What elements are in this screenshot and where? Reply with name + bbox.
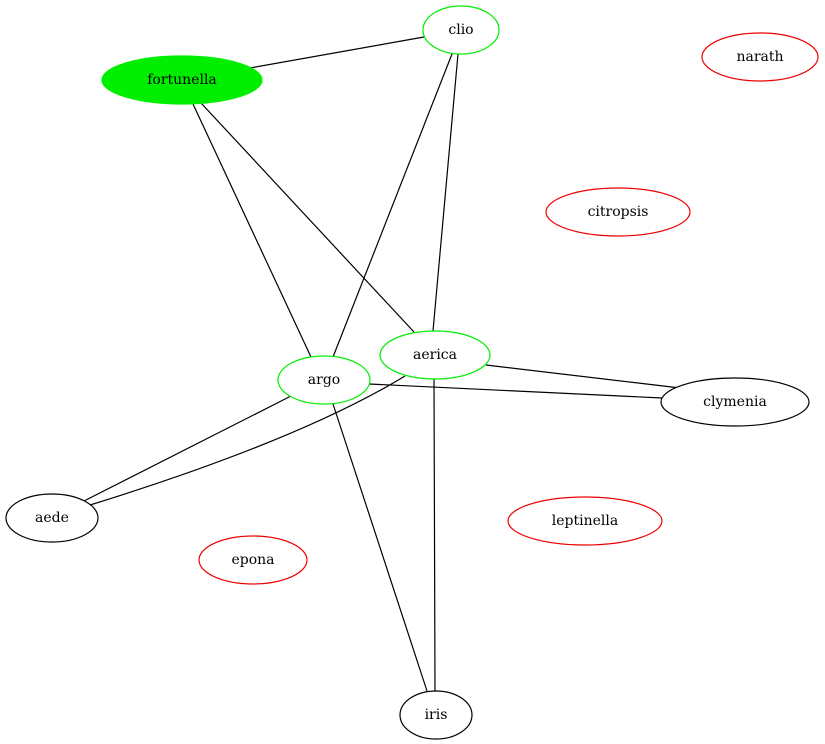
- node-ellipse: [101, 55, 263, 105]
- edge-argo-aede: [81, 395, 292, 503]
- node-ellipse: [422, 5, 500, 55]
- node-ellipse: [277, 355, 371, 405]
- node-label: argo: [308, 372, 340, 388]
- node-ellipse: [399, 690, 473, 740]
- node-ellipse: [507, 496, 663, 546]
- edge-fortunella-aerica: [200, 102, 415, 333]
- node-clymenia[interactable]: clymenia: [660, 377, 810, 427]
- edge-aerica-clymenia: [485, 364, 681, 389]
- edge-fortunella-clio: [249, 36, 425, 69]
- node-label: iris: [425, 707, 448, 723]
- node-label: epona: [231, 552, 274, 568]
- node-narath[interactable]: narath: [701, 32, 819, 82]
- node-ellipse: [545, 187, 691, 237]
- node-ellipse: [379, 330, 491, 380]
- node-label: aerica: [413, 347, 457, 363]
- node-label: clymenia: [703, 394, 767, 410]
- node-label: citropsis: [588, 204, 649, 220]
- node-clio[interactable]: clio: [422, 5, 500, 55]
- node-label: narath: [736, 49, 783, 65]
- node-aede[interactable]: aede: [5, 493, 99, 543]
- edge-fortunella-argo: [192, 103, 312, 358]
- nodes-layer: clio fortunella narath citropsis aerica argo c…: [5, 5, 819, 740]
- edge-clio-argo: [332, 53, 453, 358]
- node-aerica[interactable]: aerica: [379, 330, 491, 380]
- node-leptinella[interactable]: leptinella: [507, 496, 663, 546]
- edges-layer: [81, 36, 681, 692]
- node-label: aede: [35, 510, 69, 526]
- node-ellipse: [198, 535, 308, 585]
- node-ellipse: [701, 32, 819, 82]
- node-fortunella[interactable]: fortunella: [101, 55, 263, 105]
- edge-argo-clymenia: [368, 383, 663, 399]
- node-label: clio: [448, 22, 473, 38]
- edge-clio-aerica: [432, 53, 459, 332]
- node-ellipse: [5, 493, 99, 543]
- node-iris[interactable]: iris: [399, 690, 473, 740]
- node-argo[interactable]: argo: [277, 355, 371, 405]
- node-label: leptinella: [552, 513, 618, 529]
- node-label: fortunella: [147, 72, 217, 88]
- node-citropsis[interactable]: citropsis: [545, 187, 691, 237]
- node-ellipse: [660, 377, 810, 427]
- edge-aerica-aede: [89, 375, 406, 506]
- node-epona[interactable]: epona: [198, 535, 308, 585]
- edge-argo-iris: [332, 403, 428, 692]
- edge-aerica-iris: [433, 378, 436, 692]
